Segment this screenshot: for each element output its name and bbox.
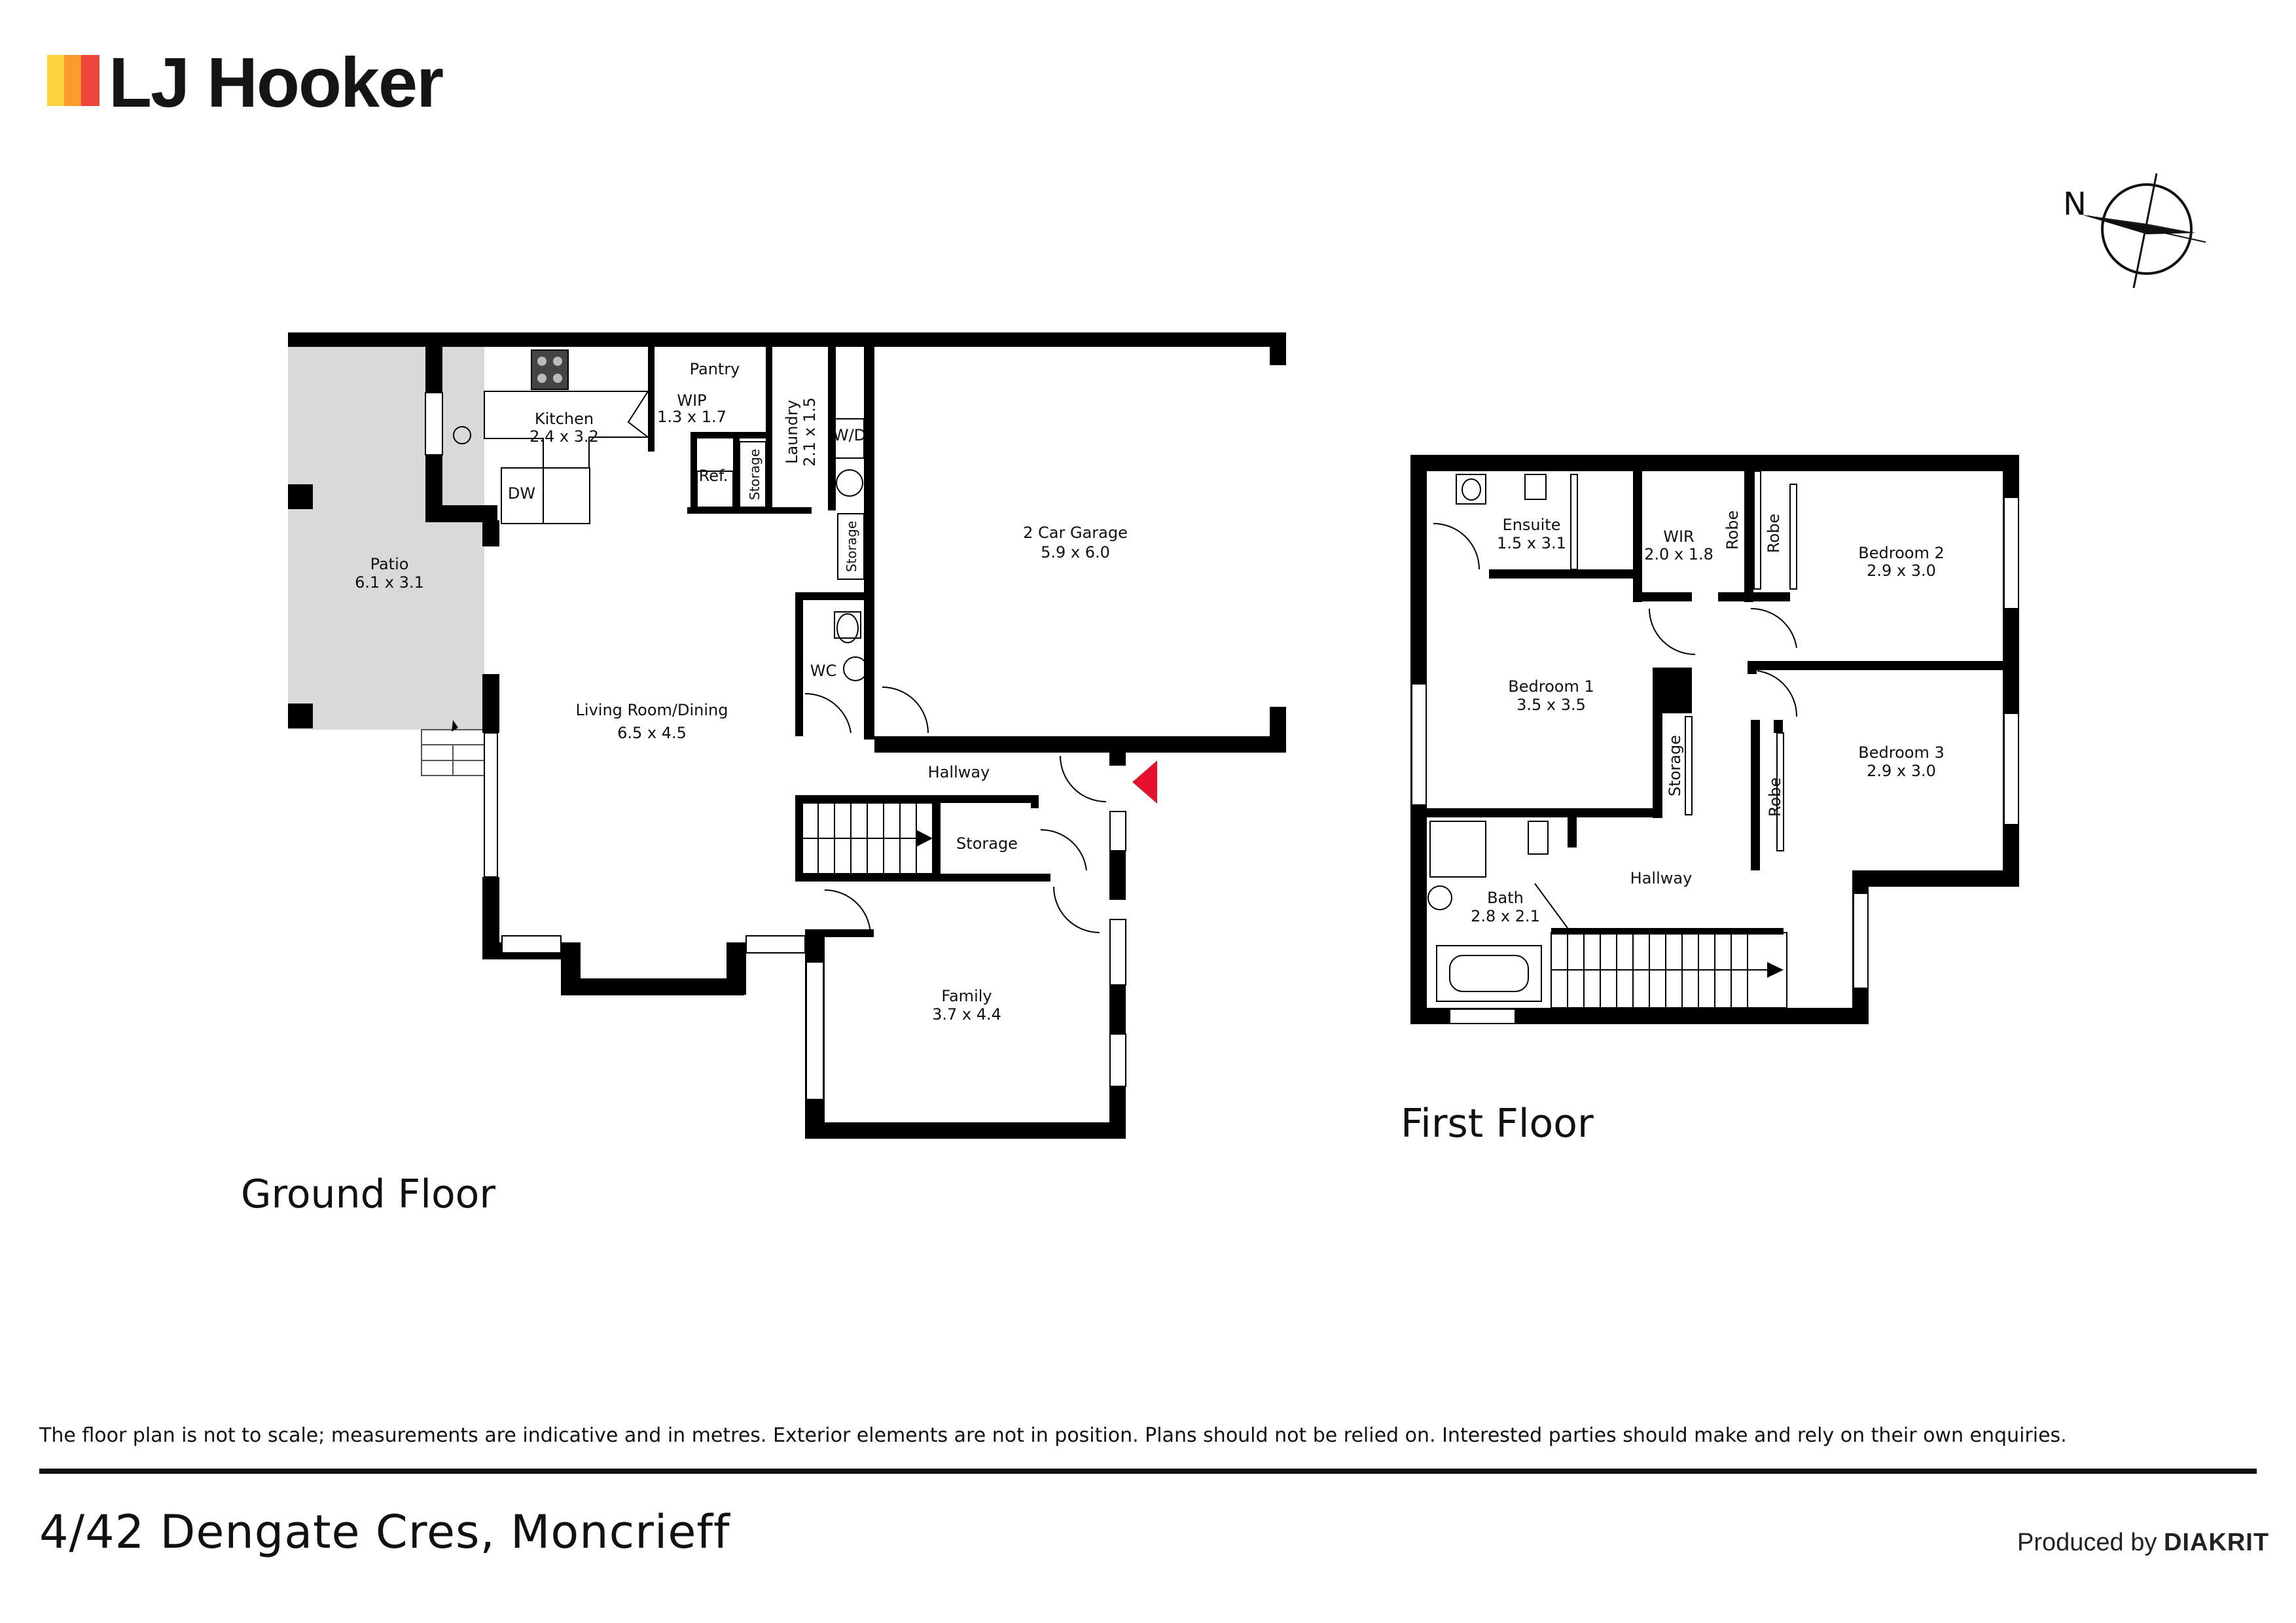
logo-bar-red <box>81 55 99 106</box>
garage-label: 2 Car Garage <box>1023 524 1128 542</box>
patio-size: 6.1 x 3.1 <box>355 573 424 592</box>
bath-size: 2.8 x 2.1 <box>1471 907 1540 925</box>
compass-north-label: N <box>2063 186 2087 223</box>
patio-area <box>288 347 484 730</box>
ground-floor-plan: Patio 6.1 x 3.1 Kitchen 2.4 x 3.2 Pantry… <box>288 332 1286 1139</box>
bedroom2-size: 2.9 x 3.0 <box>1867 562 1936 580</box>
patio-entry-arrow <box>452 720 458 732</box>
first-floor-plan: Ensuite 1.5 x 3.1 WIR 2.0 x 1.8 Robe Rob… <box>1410 455 2019 1024</box>
storage-small-label: Storage <box>747 449 762 500</box>
living-size: 6.5 x 4.5 <box>617 724 687 742</box>
bedroom2-label: Bedroom 2 <box>1858 544 1944 562</box>
ground-floor-title: Ground Floor <box>241 1171 496 1217</box>
family-label: Family <box>941 987 992 1005</box>
ref-label: Ref. <box>699 467 728 485</box>
first-floor-stair-header <box>1551 928 1784 935</box>
pantry-label: Pantry <box>690 360 740 378</box>
kitchen-size: 2.4 x 3.2 <box>529 427 599 446</box>
footer-divider <box>39 1469 2257 1474</box>
hallway-label: Hallway <box>928 763 990 781</box>
brand-logo-text: LJ Hooker <box>109 43 444 122</box>
wir-label: WIR <box>1663 527 1694 546</box>
wir-size: 2.0 x 1.8 <box>1644 545 1713 563</box>
kitchen-label: Kitchen <box>535 410 594 428</box>
first-floor-stair-arrow <box>1767 962 1784 978</box>
property-address: 4/42 Dengate Cres, Moncrieff <box>39 1505 730 1559</box>
stair-direction-arrow <box>916 830 933 847</box>
family-size: 3.7 x 4.4 <box>932 1005 1001 1024</box>
ensuite-label: Ensuite <box>1503 516 1561 534</box>
first-floor-fixtures <box>1427 471 1798 1002</box>
wip-size: 1.3 x 1.7 <box>657 408 726 426</box>
disclaimer-text: The floor plan is not to scale; measurem… <box>39 1424 2067 1447</box>
compass-needle-south <box>2081 215 2196 234</box>
logo-bar-orange <box>64 55 81 106</box>
compass-ring <box>2101 183 2193 275</box>
bedroom1-size: 3.5 x 3.5 <box>1516 696 1586 714</box>
dw-label: DW <box>508 484 535 503</box>
ground-windows <box>425 392 1126 1100</box>
compass: N <box>2063 173 2206 289</box>
robe-b-label: Robe <box>1765 514 1783 553</box>
robe-a-label: Robe <box>1723 510 1742 550</box>
kitchen-fixtures <box>453 349 1107 936</box>
upper-hallway-label: Hallway <box>1630 869 1693 887</box>
bath-label: Bath <box>1487 889 1524 907</box>
logo-bar-yellow <box>47 55 64 106</box>
produced-by: Produced by DIAKRIT <box>2017 1529 2269 1557</box>
producer-name: DIAKRIT <box>2163 1529 2270 1556</box>
first-floor-title: First Floor <box>1401 1101 1594 1147</box>
bedroom1-label: Bedroom 1 <box>1508 677 1594 696</box>
living-label: Living Room/Dining <box>576 701 728 719</box>
patio-label: Patio <box>370 555 409 573</box>
wip-label: WIP <box>677 391 706 410</box>
entry-marker <box>1132 760 1157 804</box>
storage-upper-label: Storage <box>1666 735 1684 796</box>
wc-label: WC <box>810 662 837 680</box>
first-floor-stairs <box>1551 932 1787 1008</box>
storage-stairs-label: Storage <box>956 834 1018 853</box>
garage-size: 5.9 x 6.0 <box>1041 543 1110 562</box>
ensuite-size: 1.5 x 3.1 <box>1497 534 1566 552</box>
storage-laundry-label: Storage <box>844 521 859 572</box>
bedroom3-size: 2.9 x 3.0 <box>1867 762 1936 780</box>
laundry-label: Laundry <box>783 400 801 464</box>
robe-c-label: Robe <box>1766 777 1784 817</box>
laundry-size: 2.1 x 1.5 <box>800 397 819 467</box>
bedroom3-label: Bedroom 3 <box>1858 743 1944 762</box>
first-floor-windows <box>1411 497 2019 1024</box>
produced-by-label: Produced by <box>2017 1529 2157 1556</box>
brand-logo-mark <box>47 55 99 106</box>
wd-label: W/D <box>833 426 866 444</box>
